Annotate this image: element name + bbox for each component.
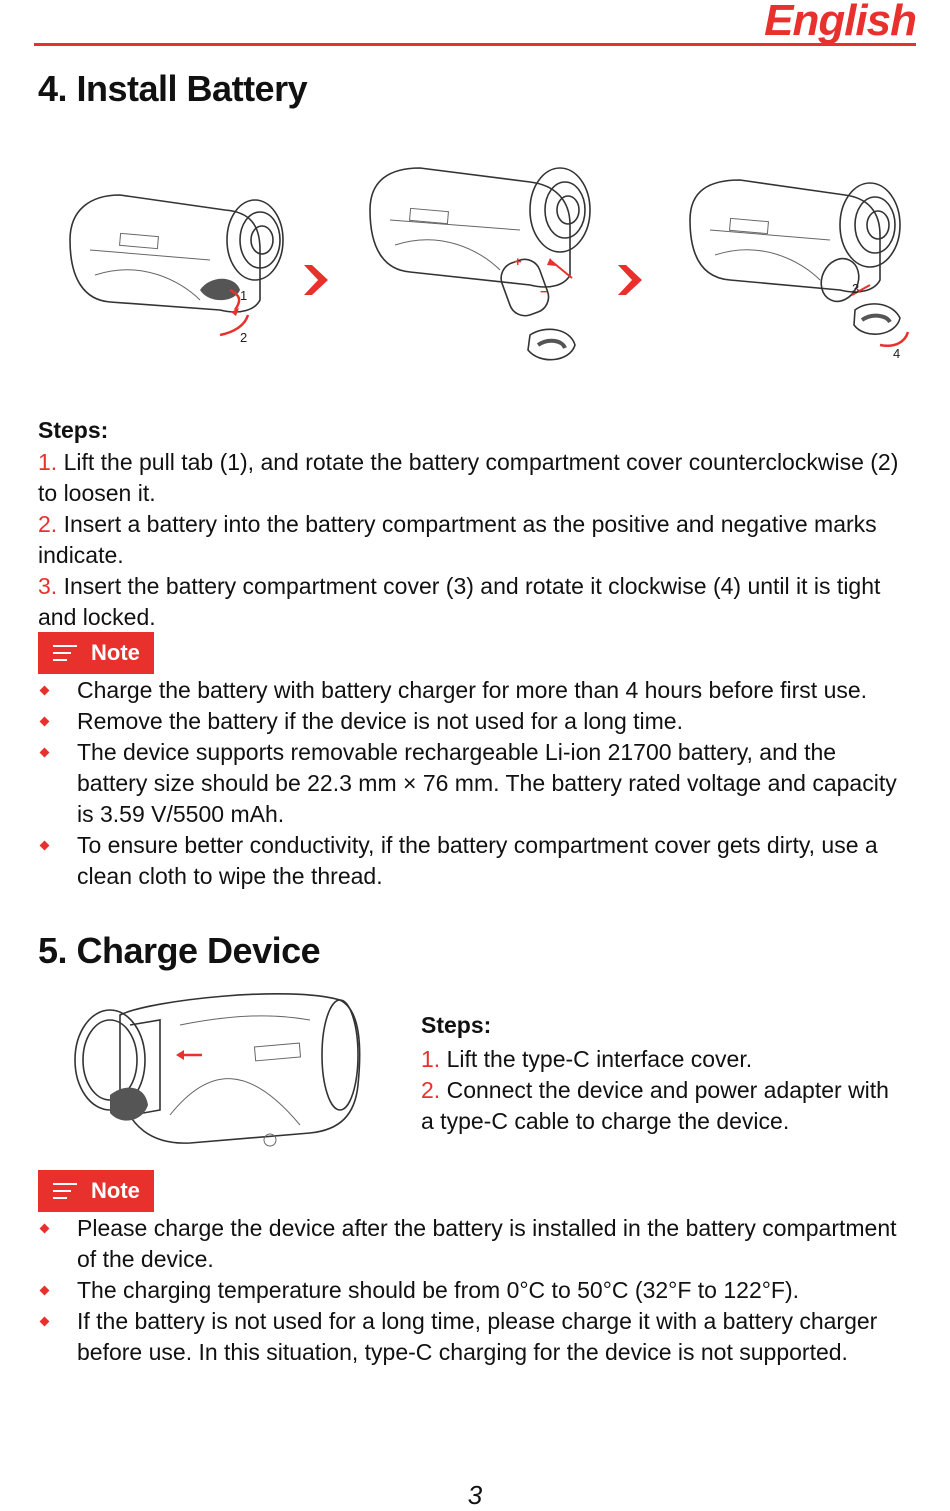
figure-label-1: 1 (240, 288, 247, 303)
step-number: 1. (421, 1046, 441, 1072)
note-text: Remove the battery if the device is not … (77, 708, 683, 734)
step-number: 2. (421, 1077, 441, 1103)
step-number: 2. (38, 511, 58, 537)
section-title-install-battery: 4. Install Battery (38, 68, 308, 109)
note-label: Note (91, 1178, 140, 1203)
bullet-diamond-icon (39, 1285, 50, 1296)
note-label: Note (91, 640, 140, 665)
note-text: Charge the battery with battery charger … (77, 677, 868, 703)
step-item: 1. Lift the pull tab (1), and rotate the… (38, 447, 912, 509)
bullet-diamond-icon (39, 1223, 50, 1234)
step-text: Connect the device and power adapter wit… (421, 1077, 889, 1134)
device-drawing-2 (369, 167, 591, 361)
install-steps: 1. Lift the pull tab (1), and rotate the… (38, 447, 912, 633)
note-list-icon (53, 1178, 77, 1204)
page-number: 3 (467, 1480, 483, 1510)
step-number: 3. (38, 573, 58, 599)
figure-label-4: 4 (893, 346, 900, 361)
list-item: To ensure better conductivity, if the ba… (38, 830, 908, 892)
note-text: If the battery is not used for a long ti… (77, 1308, 878, 1365)
step-text: Lift the pull tab (1), and rotate the ba… (38, 449, 899, 506)
bullet-diamond-icon (39, 1316, 50, 1327)
figure-label-3: 3 (852, 281, 859, 296)
bullet-diamond-icon (39, 840, 50, 851)
note-list-icon (53, 640, 77, 666)
list-item: The device supports removable rechargeab… (38, 737, 908, 830)
device-drawing-1 (69, 194, 284, 313)
step-arrow-icon (304, 265, 328, 295)
bullet-diamond-icon (39, 685, 50, 696)
step-item: 2. Connect the device and power adapter … (421, 1075, 901, 1137)
figure-label-2: 2 (240, 330, 247, 345)
figure-label-plus: + (514, 254, 522, 269)
steps-title: Steps: (421, 1012, 492, 1038)
note-text: Please charge the device after the batte… (77, 1215, 897, 1272)
steps-title: Steps: (38, 417, 109, 443)
note-badge: Note (38, 632, 154, 674)
step-number: 1. (38, 449, 58, 475)
header-divider (34, 43, 916, 46)
step-text: Lift the type-C interface cover. (446, 1046, 753, 1072)
step-text: Insert the battery compartment cover (3)… (38, 573, 881, 630)
list-item: Charge the battery with battery charger … (38, 675, 908, 706)
note-text: The charging temperature should be from … (77, 1277, 800, 1303)
bullet-diamond-icon (39, 747, 50, 758)
list-item: Please charge the device after the batte… (38, 1213, 908, 1275)
note-badge: Note (38, 1170, 154, 1212)
charge-device-illustration (74, 993, 361, 1147)
rotate-arrow-icon (231, 308, 239, 316)
list-item: The charging temperature should be from … (38, 1275, 908, 1306)
install-notes: Charge the battery with battery charger … (38, 675, 908, 892)
list-item: If the battery is not used for a long ti… (38, 1306, 908, 1368)
step-item: 3. Insert the battery compartment cover … (38, 571, 912, 633)
charge-steps: 1. Lift the type-C interface cover. 2. C… (421, 1044, 901, 1137)
figure-label-minus: − (540, 284, 548, 299)
charge-notes: Please charge the device after the batte… (38, 1213, 908, 1368)
note-text: To ensure better conductivity, if the ba… (77, 832, 878, 889)
step-text: Insert a battery into the battery compar… (38, 511, 877, 568)
bullet-diamond-icon (39, 716, 50, 727)
section-title-charge-device: 5. Charge Device (38, 930, 321, 971)
step-arrow-icon (618, 265, 642, 295)
language-label: English (764, 0, 917, 45)
device-drawing-3 (689, 179, 901, 335)
list-item: Remove the battery if the device is not … (38, 706, 908, 737)
step-item: 2. Insert a battery into the battery com… (38, 509, 912, 571)
install-battery-illustration: 1 2 + − 3 4 (69, 167, 910, 361)
step-item: 1. Lift the type-C interface cover. (421, 1044, 901, 1075)
direction-arrow-icon (176, 1050, 184, 1060)
note-text: The device supports removable rechargeab… (77, 739, 897, 827)
